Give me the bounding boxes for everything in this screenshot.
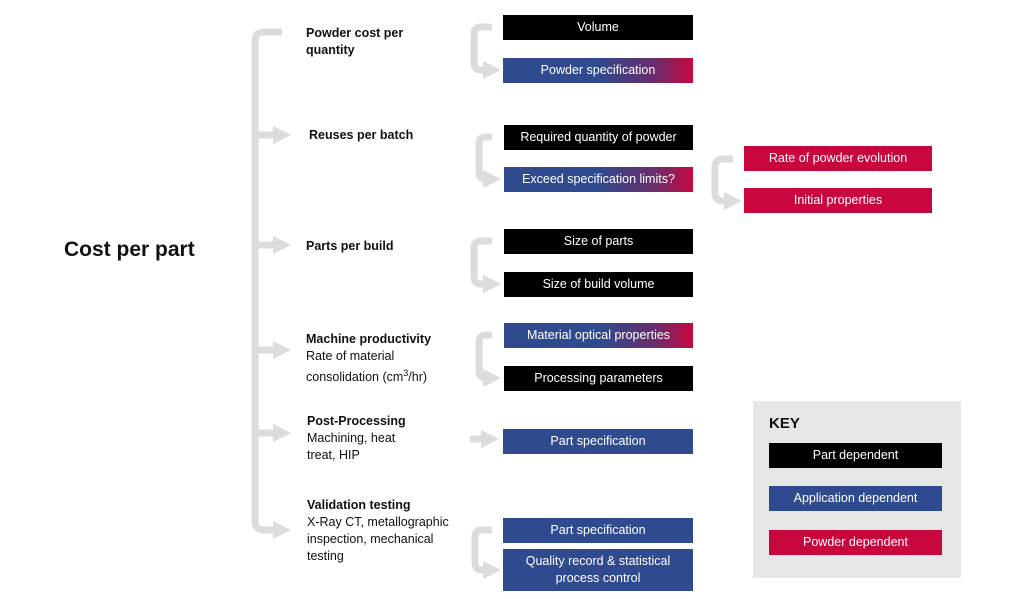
factor-part-specification-post: Part specification (503, 429, 693, 454)
key-legend: KEY Part dependent Application dependent… (753, 401, 961, 578)
factor-volume: Volume (503, 15, 693, 40)
category-subtext: Machining, heat treat, HIP (307, 431, 396, 462)
category-machine-productivity: Machine productivity Rate of material co… (306, 331, 456, 386)
factor-material-optical-properties: Material optical properties (504, 323, 693, 348)
category-validation-testing: Validation testing X-Ray CT, metallograp… (307, 497, 457, 565)
key-part-dependent: Part dependent (769, 443, 942, 468)
key-powder-dependent: Powder dependent (769, 530, 942, 555)
factor-required-quantity: Required quantity of powder (504, 125, 693, 150)
category-heading: Reuses per batch (309, 128, 414, 142)
subtext-prefix: Rate of material consolidation (cm (306, 349, 404, 385)
factor-rate-of-powder-evolution: Rate of powder evolution (744, 146, 932, 171)
category-heading: Machine productivity (306, 332, 432, 346)
subtext-suffix: /hr) (408, 370, 428, 385)
category-heading: Validation testing (307, 498, 411, 512)
category-subtext: X-Ray CT, metallographic inspection, mec… (307, 515, 449, 563)
factor-powder-specification: Powder specification (503, 58, 693, 83)
factor-size-of-build-volume: Size of build volume (504, 272, 693, 297)
factor-processing-parameters: Processing parameters (504, 366, 693, 391)
category-post-processing: Post-Processing Machining, heat treat, H… (307, 413, 407, 464)
factor-exceed-specification-limits: Exceed specification limits? (504, 167, 693, 192)
diagram-title: Cost per part (64, 238, 195, 261)
category-parts-per-build: Parts per build (306, 238, 394, 255)
factor-initial-properties: Initial properties (744, 188, 932, 213)
category-reuses-per-batch: Reuses per batch (309, 127, 413, 144)
factor-size-of-parts: Size of parts (504, 229, 693, 254)
category-powder-cost: Powder cost per quantity (306, 25, 416, 59)
factor-quality-record: Quality record & statistical process con… (503, 549, 693, 591)
category-subtext: Rate of material consolidation (cm3/hr) (306, 348, 456, 386)
key-application-dependent: Application dependent (769, 486, 942, 511)
category-heading: Post-Processing (307, 414, 406, 428)
factor-part-specification-validation: Part specification (503, 518, 693, 543)
category-heading: Powder cost per quantity (306, 26, 404, 57)
key-title: KEY (769, 415, 800, 432)
superscript-exponent: 3 (403, 368, 409, 378)
category-heading: Parts per build (306, 239, 394, 253)
